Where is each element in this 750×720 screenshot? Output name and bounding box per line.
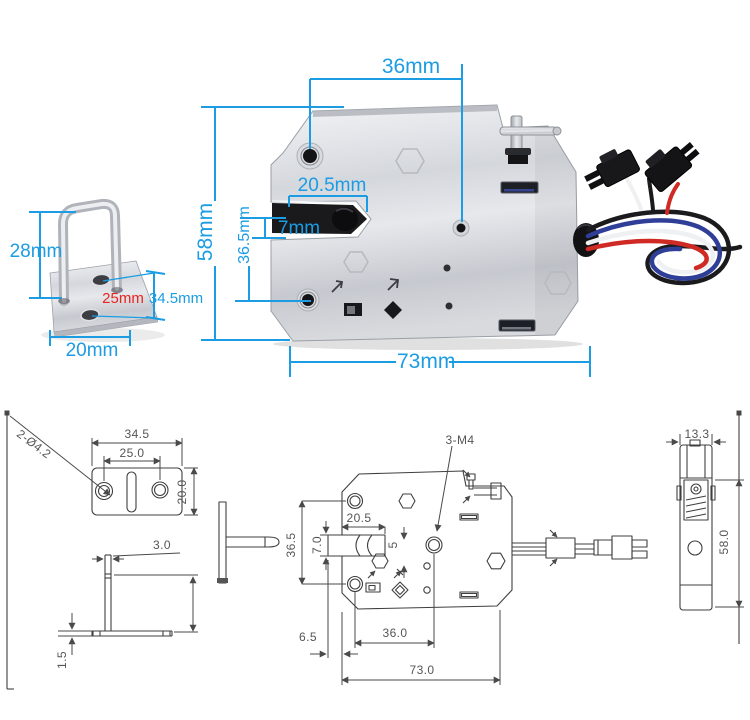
dim-label-bracket-width: 20mm xyxy=(65,340,119,361)
cad-dim-body-width: 73.0 xyxy=(409,663,435,677)
dim-label-notch-offset: 20.5mm xyxy=(297,175,367,196)
strike-bracket-photo xyxy=(41,198,165,342)
cad-dim-loop-thickness: 3.0 xyxy=(153,538,171,552)
wire-bundle xyxy=(573,142,743,286)
cad-dim-mount-hole-span: 36.5 xyxy=(284,532,298,558)
dim-label-body-width: 73mm xyxy=(397,350,456,373)
photo-dimension-lines xyxy=(29,64,591,377)
dim-label-notch-height: 7mm xyxy=(277,218,321,239)
cad-dim-latch-slot-height: 7.0 xyxy=(310,536,324,554)
dim-label-bracket-height: 28mm xyxy=(9,241,63,262)
wire-harness-view xyxy=(512,529,648,567)
cad-dim-side-width: 13.3 xyxy=(684,427,710,441)
plate-top-view xyxy=(91,467,183,516)
sm-connector xyxy=(644,142,700,192)
cad-dim-hole-to-hole: 36.0 xyxy=(382,626,408,640)
cad-drawing xyxy=(4,410,742,690)
dim-label-bracket-diagonal: 34.5mm xyxy=(148,290,204,307)
mounting-hole xyxy=(456,223,466,233)
cad-dim-plate-thickness: 1.5 xyxy=(55,651,69,669)
lock-body-photo xyxy=(270,104,583,350)
cad-dim-latch-offset: 20.5 xyxy=(346,511,372,525)
dim-label-body-height: 58mm xyxy=(194,202,217,262)
cad-dim-tongue-width: 5 xyxy=(386,541,400,549)
lock-side-view xyxy=(676,439,716,611)
unlock-icon xyxy=(331,280,344,293)
cad-dim-plate-hole-spacing: 25.0 xyxy=(119,446,145,460)
cad-dim-plate-width: 34.5 xyxy=(124,427,150,441)
plate-section-view xyxy=(91,554,173,637)
cad-dim-plate-depth: 20.0 xyxy=(175,479,189,505)
plate-side-view xyxy=(217,501,280,584)
bracket-hole xyxy=(80,308,100,322)
lock-front-view xyxy=(327,469,513,610)
dim-label-top-width: 36mm xyxy=(381,55,441,78)
dim-label-bracket-hole-spacing: 25mm xyxy=(102,290,144,307)
sm-connector xyxy=(584,149,640,190)
cad-dim-mount-hole-callout: 3-M4 xyxy=(445,433,475,447)
mounting-hole xyxy=(303,149,317,163)
lock-icon xyxy=(387,278,400,291)
cad-dimension-lines xyxy=(9,415,744,685)
cad-dim-tongue-protrusion: 6.5 xyxy=(299,630,317,644)
dim-label-hole-span: 36.5mm xyxy=(236,206,253,264)
bracket-hole xyxy=(91,273,111,287)
cad-dim-side-height: 58.0 xyxy=(717,529,731,555)
